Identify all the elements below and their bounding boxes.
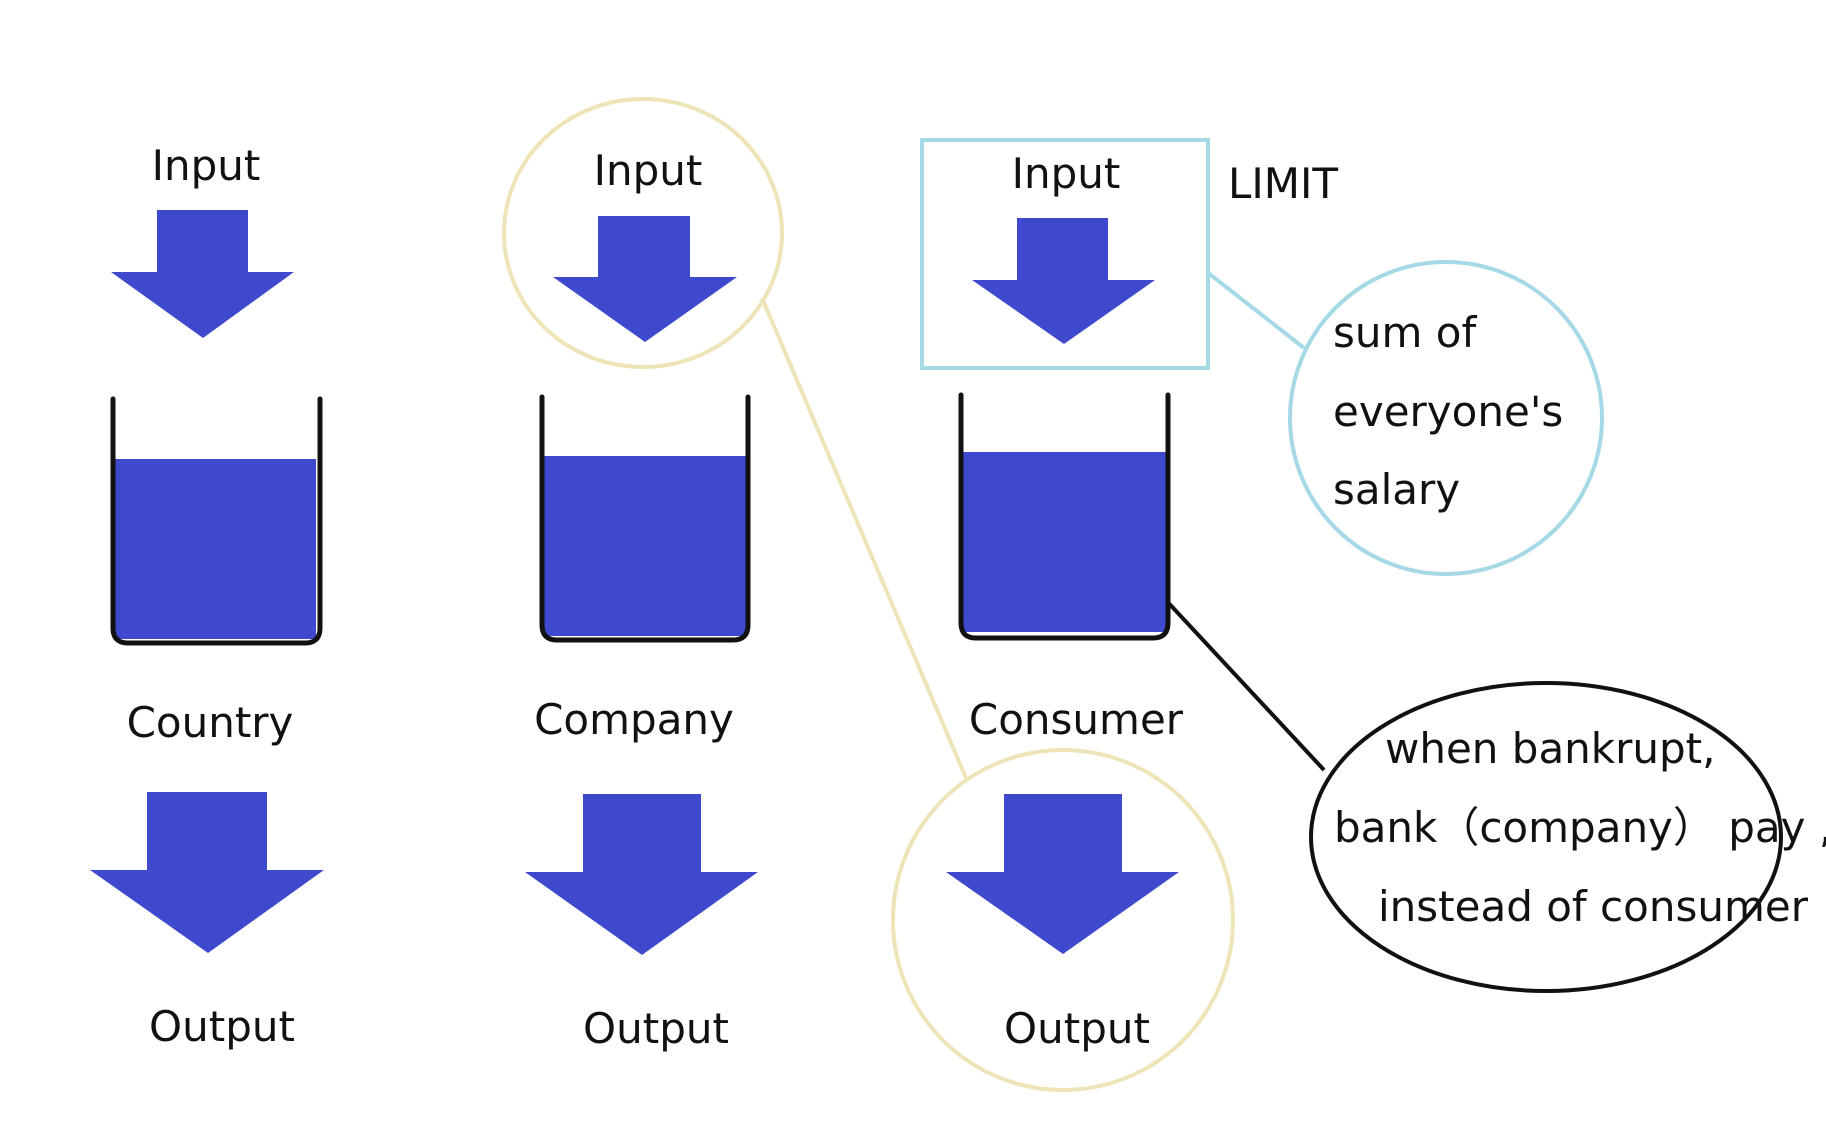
consumer-water (962, 452, 1166, 632)
cyan-connector-line (1205, 270, 1306, 350)
consumer-input-arrow-icon (972, 218, 1155, 344)
gold-connector-line (760, 297, 968, 779)
company-input-label: Input (594, 146, 703, 195)
limit-label: LIMIT (1228, 159, 1338, 208)
bankrupt-note-line: when bankrupt, (1385, 724, 1715, 773)
company-beaker (539, 394, 751, 643)
bankrupt-note: when bankrupt, bank（company） pay , inste… (1309, 681, 1826, 993)
consumer-column: Input LIMIT Consumer Output (891, 138, 1338, 1092)
consumer-output-arrow-icon (946, 794, 1179, 954)
company-output-arrow-icon (525, 794, 758, 955)
consumer-label: Consumer (969, 695, 1184, 744)
country-label: Country (127, 698, 294, 747)
company-output-label: Output (583, 1004, 729, 1053)
salary-note-line: sum of (1333, 308, 1477, 357)
company-input-highlight-circle (502, 97, 784, 369)
company-water (544, 456, 747, 636)
consumer-output-label: Output (1004, 1004, 1150, 1053)
company-column: Input Company Output (502, 97, 784, 1053)
country-output-label: Output (149, 1002, 295, 1051)
salary-note-line: everyone's (1333, 387, 1563, 436)
country-input-label: Input (152, 141, 261, 190)
country-water (114, 459, 316, 639)
country-beaker (110, 396, 323, 646)
country-column: Input Country Output (90, 141, 324, 1051)
bankrupt-note-line: instead of consumer (1378, 882, 1809, 931)
bankrupt-note-bubble (1309, 681, 1783, 993)
salary-note-line: salary (1333, 465, 1460, 514)
consumer-beaker (958, 392, 1171, 641)
salary-note: sum of everyone's salary (1288, 260, 1604, 576)
consumer-output-highlight-circle (891, 748, 1235, 1092)
limit-highlight-box (920, 138, 1210, 370)
country-input-arrow-icon (111, 210, 294, 338)
bankrupt-note-line: bank（company） pay , (1334, 803, 1826, 852)
company-input-arrow-icon (553, 216, 737, 342)
salary-note-bubble (1288, 260, 1604, 576)
consumer-input-label: Input (1012, 149, 1121, 198)
company-label: Company (534, 695, 734, 744)
country-output-arrow-icon (90, 792, 324, 953)
